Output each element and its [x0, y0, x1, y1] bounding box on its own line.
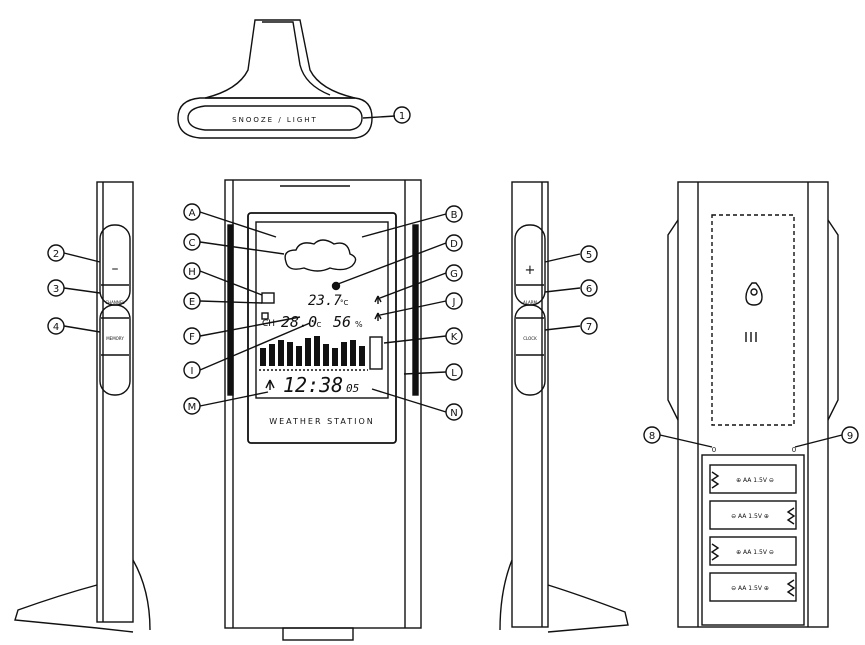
alarm-button[interactable]: ALARM: [523, 300, 538, 305]
channel-button[interactable]: CHANNEL: [105, 300, 125, 305]
callout-C: C: [189, 238, 196, 249]
lcd-humidity: 56: [333, 313, 351, 331]
plus-button[interactable]: +: [525, 263, 536, 278]
history-bargraph: [260, 336, 365, 366]
lcd-temperature-2-unit: °C: [313, 321, 322, 329]
bargraph-bar: [269, 344, 275, 366]
lcd-temperature-unit: °C: [340, 299, 349, 307]
callout-J: J: [452, 297, 456, 308]
callout-K: K: [451, 332, 458, 343]
switch-mark-8: 0: [712, 446, 716, 454]
battery-label-2: ⊖ AA 1.5V ⊕: [731, 513, 769, 520]
callout-3: 3: [53, 284, 59, 295]
callout-6: 6: [586, 284, 592, 295]
callout-4: 4: [53, 322, 59, 333]
bargraph-bar: [359, 346, 365, 366]
callout-2: 2: [53, 249, 59, 260]
bargraph-bar: [278, 340, 284, 366]
callout-7: 7: [586, 322, 592, 333]
memory-button[interactable]: MEMORY: [106, 336, 124, 341]
bargraph-bar: [287, 342, 293, 366]
callout-F: F: [189, 332, 195, 343]
lcd-seconds: 05: [346, 382, 359, 395]
callout-A: A: [189, 208, 196, 219]
callout-9: 9: [847, 431, 853, 442]
battery-label-4: ⊖ AA 1.5V ⊕: [731, 585, 769, 592]
bargraph-bar: [341, 342, 347, 366]
callout-5: 5: [586, 250, 592, 261]
callout-8: 8: [649, 431, 655, 442]
front-view: [184, 180, 462, 640]
bargraph-bar: [332, 348, 338, 366]
callout-D: D: [450, 239, 458, 250]
bargraph-bar: [305, 338, 311, 366]
lcd-humidity-unit: %: [355, 320, 363, 329]
switch-mark-9: 0: [792, 446, 796, 454]
left-side-view: [15, 182, 150, 632]
bargraph-bar: [350, 340, 356, 366]
lcd-channel-label: CH: [262, 319, 275, 329]
callout-B: B: [451, 210, 458, 221]
callout-N: N: [450, 408, 457, 419]
clock-button[interactable]: CLOCK: [523, 336, 537, 341]
bargraph-bar: [323, 344, 329, 366]
lcd-temperature: 23.7: [308, 293, 342, 309]
brand-label: WEATHER STATION: [269, 417, 375, 426]
callout-G: G: [450, 269, 458, 280]
snooze-light-label: SNOOZE / LIGHT: [232, 116, 318, 124]
battery-label-1: ⊕ AA 1.5V ⊖: [736, 477, 774, 484]
callout-H: H: [188, 267, 196, 278]
back-view: [644, 182, 858, 627]
bargraph-bar: [314, 336, 320, 366]
lcd-time: 12:38: [283, 373, 343, 397]
right-side-view: [500, 182, 628, 632]
battery-label-3: ⊕ AA 1.5V ⊖: [736, 549, 774, 556]
callout-M: M: [188, 402, 197, 413]
bargraph-bar: [260, 348, 266, 366]
callout-1: 1: [399, 111, 405, 122]
callout-I: I: [191, 366, 194, 377]
minus-button[interactable]: –: [112, 261, 119, 277]
callout-L: L: [451, 368, 457, 379]
bargraph-bar: [296, 346, 302, 366]
lcd-temperature-2: 28.0: [281, 313, 317, 331]
callout-E: E: [189, 297, 195, 308]
